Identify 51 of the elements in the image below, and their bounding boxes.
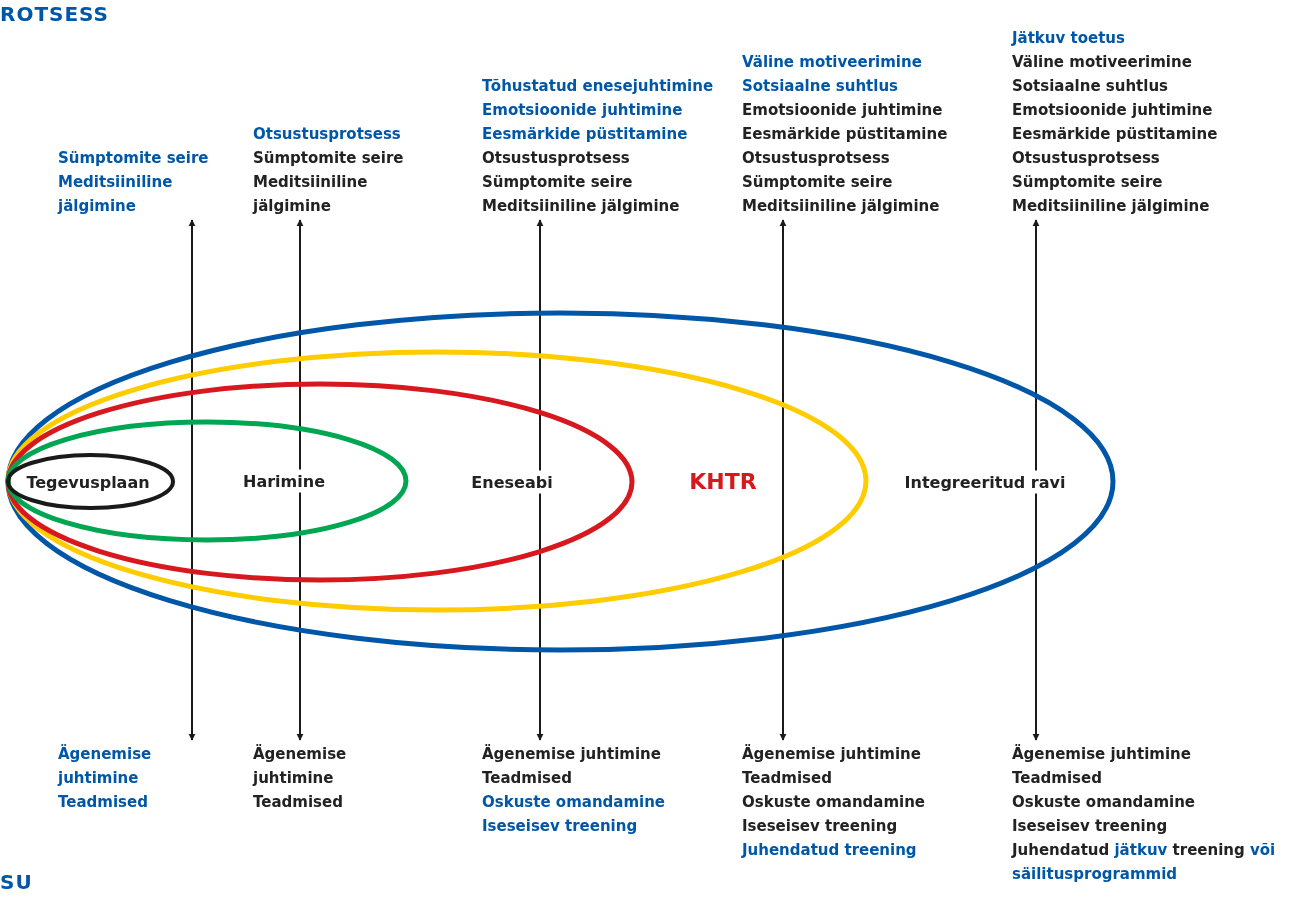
list-item-text: Eesmärkide püstitamine xyxy=(1012,124,1219,145)
list-item-text: Meditsiiniline jälgimine xyxy=(253,172,369,217)
list-item-text: Teadmised xyxy=(1012,768,1103,789)
list-item-text: Juhendatud jätkuv treening või säilitusprogrammid xyxy=(1012,840,1277,885)
list-item-text: Eesmärkide püstitamine xyxy=(742,124,949,145)
list-item-text: Juhendatud treening xyxy=(742,840,918,861)
double-arrow xyxy=(536,219,544,741)
double-arrow xyxy=(296,219,304,741)
list-item-text: Sümptomite seire xyxy=(58,148,210,169)
list-item-text: Ägenemise juhtimine xyxy=(1012,743,1192,765)
list-item-text: Ägenemise juhtimine xyxy=(482,743,662,765)
list-item-text: Teadmised xyxy=(58,792,149,813)
heading-fragment: ROTSESS xyxy=(0,2,110,26)
list-item-text: Teadmised xyxy=(742,768,833,789)
list-item-text: Meditsiiniline jälgimine xyxy=(1012,196,1211,217)
list-item-text: Teadmised xyxy=(253,792,344,813)
list-item-text: Otsustusprotsess xyxy=(482,148,631,169)
list-item-text: Sümptomite seire xyxy=(1012,172,1164,193)
list-item-text: Sümptomite seire xyxy=(742,172,894,193)
list-item-text: Emotsioonide juhtimine xyxy=(482,100,684,121)
double-arrow xyxy=(188,219,196,741)
list-item-text: Iseseisev treening xyxy=(742,816,899,837)
list-item-text: Oskuste omandamine xyxy=(742,792,927,813)
list-item-text: Tõhustatud enesejuhtimine xyxy=(482,76,715,97)
list-item-text: Emotsioonide juhtimine xyxy=(742,100,944,121)
double-arrow xyxy=(1032,219,1040,741)
list-item-text: Eesmärkide püstitamine xyxy=(482,124,689,145)
list-item-text: Otsustusprotsess xyxy=(1012,148,1161,169)
list-item-text: Sümptomite seire xyxy=(482,172,634,193)
list-item-text: Väline motiveerimine xyxy=(742,52,923,73)
list-item-text: Meditsiiniline jälgimine xyxy=(742,196,941,217)
list-item-text: Oskuste omandamine xyxy=(1012,792,1197,813)
list-item-text: Teadmised xyxy=(482,768,573,789)
list-item-text: Ägenemise juhtimine xyxy=(253,743,348,789)
list-item-text: Otsustusprotsess xyxy=(742,148,891,169)
list-item-text: Ägenemise juhtimine xyxy=(742,743,922,765)
list-item-text: Iseseisev treening xyxy=(1012,816,1169,837)
list-item-text: Meditsiiniline jälgimine xyxy=(482,196,681,217)
list-item-text: Väline motiveerimine xyxy=(1012,52,1193,73)
list-item-text: Sotsiaalne suhtlus xyxy=(1012,76,1169,97)
list-item-text: Iseseisev treening xyxy=(482,816,639,837)
list-item-text: Otsustusprotsess xyxy=(253,124,402,145)
double-arrow xyxy=(779,219,787,741)
list-item-text: Sümptomite seire xyxy=(253,148,405,169)
list-item-text: Jätkuv toetus xyxy=(1012,28,1126,49)
list-item-text: Ägenemise juhtimine xyxy=(58,743,153,789)
list-item-text: Meditsiiniline jälgimine xyxy=(58,172,174,217)
list-item-text: Oskuste omandamine xyxy=(482,792,667,813)
list-item-text: Emotsioonide juhtimine xyxy=(1012,100,1214,121)
heading-fragment: SU xyxy=(0,870,33,894)
list-item-text: Sotsiaalne suhtlus xyxy=(742,76,899,97)
